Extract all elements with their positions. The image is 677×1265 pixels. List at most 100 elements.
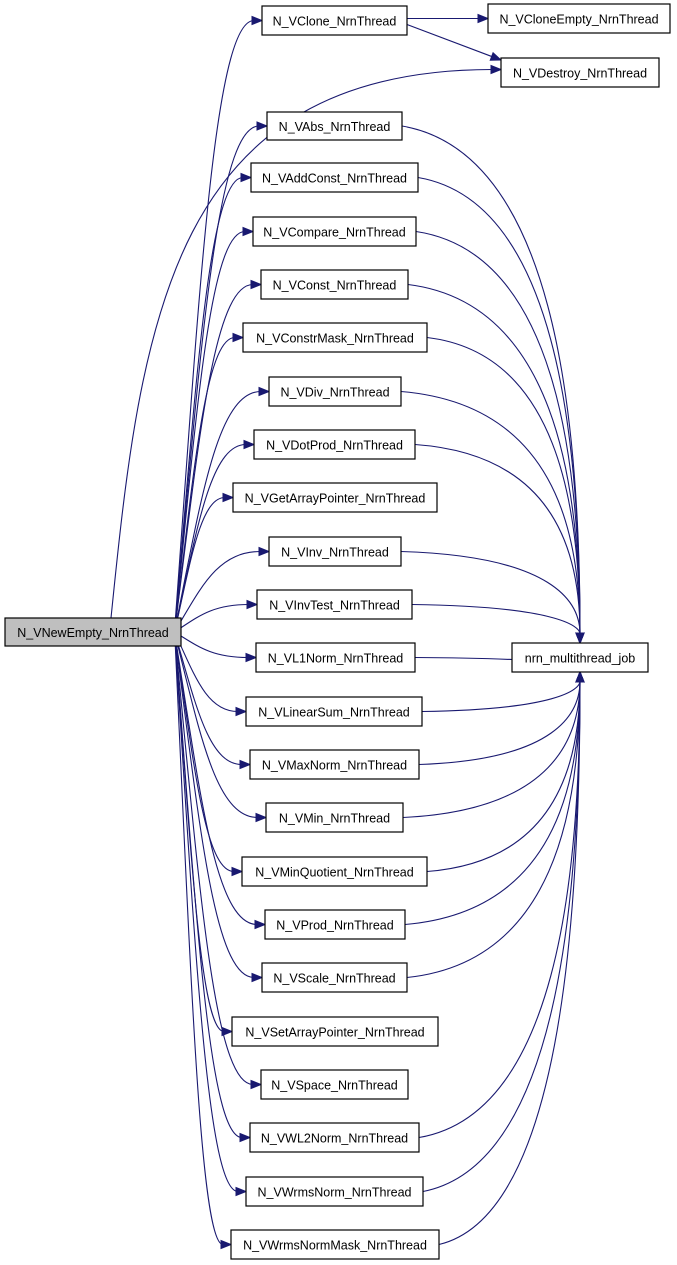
arrowhead-root-to-vmin bbox=[255, 812, 268, 823]
node-box[interactable] bbox=[266, 111, 403, 141]
arrowhead-root-to-vsetarraypointer bbox=[221, 1026, 234, 1037]
function-node[interactable]: N_VProd_NrnThread bbox=[264, 909, 406, 940]
edge-root-to-vwrmsnorm bbox=[174, 638, 239, 1193]
node-box[interactable] bbox=[260, 1069, 409, 1100]
arrowhead-root-to-vconstrmask bbox=[232, 332, 245, 343]
node-box[interactable] bbox=[260, 269, 409, 300]
edge-root-to-vinv bbox=[174, 550, 262, 632]
node-box[interactable] bbox=[249, 749, 420, 780]
arrowhead-root-to-vwrmsnorm bbox=[235, 1186, 248, 1197]
node-box[interactable] bbox=[500, 57, 660, 88]
edge-vmin-to-nrnjob bbox=[402, 680, 581, 819]
arrowhead-root-to-vdiv bbox=[258, 386, 271, 397]
node-label: N_VL1Norm_NrnThread bbox=[268, 652, 404, 666]
node-label: N_VDotProd_NrnThread bbox=[266, 439, 403, 453]
edge-vinv-to-nrnjob bbox=[400, 550, 581, 635]
node-box[interactable] bbox=[487, 3, 671, 34]
edge-root-to-vgetarraypointer bbox=[174, 496, 226, 631]
edge-root-to-vdiv bbox=[174, 390, 262, 630]
function-node[interactable]: N_VGetArrayPointer_NrnThread bbox=[232, 482, 438, 513]
node-label: N_VCloneEmpty_NrnThread bbox=[499, 13, 658, 27]
function-node[interactable]: N_VWrmsNorm_NrnThread bbox=[245, 1176, 424, 1207]
function-node[interactable]: N_VMaxNorm_NrnThread bbox=[249, 749, 420, 780]
edge-root-to-vdestroy bbox=[110, 68, 493, 619]
edge-root-to-vclone bbox=[174, 19, 255, 625]
node-box[interactable] bbox=[264, 909, 406, 940]
node-box[interactable] bbox=[241, 856, 428, 887]
arrowhead-root-to-vdotprod bbox=[243, 439, 256, 450]
node-label: N_VSpace_NrnThread bbox=[271, 1079, 398, 1093]
node-box[interactable] bbox=[268, 376, 402, 407]
edge-root-to-vmaxnorm bbox=[174, 633, 243, 766]
node-box[interactable] bbox=[265, 802, 404, 833]
arrowhead-root-to-vaddconst bbox=[240, 172, 253, 183]
node-label: N_VLinearSum_NrnThread bbox=[258, 706, 410, 720]
arrowhead-root-to-vdestroy bbox=[490, 64, 503, 75]
edge-vprod-to-nrnjob bbox=[404, 680, 581, 926]
arrowhead-vclone-to-vdestroy bbox=[489, 51, 503, 61]
node-box[interactable] bbox=[231, 1016, 439, 1047]
function-node[interactable]: nrn_multithread_job bbox=[511, 642, 649, 673]
function-node[interactable]: N_VConst_NrnThread bbox=[260, 269, 409, 300]
function-node[interactable]: N_VSetArrayPointer_NrnThread bbox=[231, 1016, 439, 1047]
node-box[interactable] bbox=[4, 617, 182, 647]
node-label: N_VMinQuotient_NrnThread bbox=[255, 866, 413, 880]
node-label: N_VMin_NrnThread bbox=[279, 812, 390, 826]
node-box[interactable] bbox=[245, 696, 423, 727]
function-node[interactable]: N_VClone_NrnThread bbox=[261, 5, 408, 36]
node-label: nrn_multithread_job bbox=[525, 652, 636, 666]
function-node[interactable]: N_VCompare_NrnThread bbox=[252, 216, 417, 247]
edge-vscale-to-nrnjob bbox=[406, 680, 581, 979]
node-box[interactable] bbox=[268, 536, 402, 567]
function-node[interactable]: N_VWrmsNormMask_NrnThread bbox=[230, 1229, 440, 1260]
arrowhead-root-to-vlinearsum bbox=[235, 706, 248, 717]
function-node[interactable]: N_VAbs_NrnThread bbox=[266, 111, 403, 141]
edge-root-to-vcompare bbox=[174, 230, 246, 628]
function-node[interactable]: N_VLinearSum_NrnThread bbox=[245, 696, 423, 727]
function-node[interactable]: N_VConstrMask_NrnThread bbox=[242, 322, 428, 353]
node-box[interactable] bbox=[256, 589, 413, 620]
root-node[interactable]: N_VNewEmpty_NrnThread bbox=[4, 617, 182, 647]
edges-layer bbox=[110, 13, 585, 1250]
node-label: N_VClone_NrnThread bbox=[273, 15, 397, 29]
node-box[interactable] bbox=[230, 1229, 440, 1260]
node-box[interactable] bbox=[232, 482, 438, 513]
arrowhead-root-to-vwrmsnormmask bbox=[220, 1239, 233, 1250]
arrowhead-vwrmsnormmask-to-nrnjob bbox=[575, 670, 585, 683]
node-box[interactable] bbox=[511, 642, 649, 673]
function-node[interactable]: N_VDestroy_NrnThread bbox=[500, 57, 660, 88]
function-node[interactable]: N_VL1Norm_NrnThread bbox=[255, 642, 416, 673]
node-label: N_VDiv_NrnThread bbox=[280, 386, 389, 400]
function-node[interactable]: N_VMin_NrnThread bbox=[265, 802, 404, 833]
function-node[interactable]: N_VInv_NrnThread bbox=[268, 536, 402, 567]
node-box[interactable] bbox=[245, 1176, 424, 1207]
edge-vconst-to-nrnjob bbox=[407, 283, 581, 635]
node-label: N_VInv_NrnThread bbox=[281, 546, 389, 560]
node-box[interactable] bbox=[249, 1122, 420, 1153]
node-box[interactable] bbox=[261, 5, 408, 36]
edge-vclone-to-vdestroy bbox=[406, 23, 493, 58]
node-box[interactable] bbox=[252, 216, 417, 247]
edge-root-to-vscale bbox=[174, 636, 255, 979]
node-box[interactable] bbox=[261, 962, 408, 993]
edge-root-to-vl1norm bbox=[174, 631, 249, 659]
node-label: N_VConstrMask_NrnThread bbox=[256, 332, 414, 346]
node-box[interactable] bbox=[242, 322, 428, 353]
function-node[interactable]: N_VWL2Norm_NrnThread bbox=[249, 1122, 420, 1153]
node-box[interactable] bbox=[250, 162, 419, 193]
function-node[interactable]: N_VDotProd_NrnThread bbox=[253, 429, 416, 460]
arrowhead-root-to-vmaxnorm bbox=[239, 759, 252, 770]
function-node[interactable]: N_VInvTest_NrnThread bbox=[256, 589, 413, 620]
edge-vcompare-to-nrnjob bbox=[415, 230, 581, 635]
function-node[interactable]: N_VSpace_NrnThread bbox=[260, 1069, 409, 1100]
edge-vwl2norm-to-nrnjob bbox=[418, 680, 581, 1139]
arrowhead-root-to-vl1norm bbox=[245, 652, 258, 663]
node-box[interactable] bbox=[253, 429, 416, 460]
function-node[interactable]: N_VScale_NrnThread bbox=[261, 962, 408, 993]
function-node[interactable]: N_VDiv_NrnThread bbox=[268, 376, 402, 407]
node-box[interactable] bbox=[255, 642, 416, 673]
function-node[interactable]: N_VMinQuotient_NrnThread bbox=[241, 856, 428, 887]
function-node[interactable]: N_VAddConst_NrnThread bbox=[250, 162, 419, 193]
edge-vconstrmask-to-nrnjob bbox=[426, 336, 581, 635]
function-node[interactable]: N_VCloneEmpty_NrnThread bbox=[487, 3, 671, 34]
